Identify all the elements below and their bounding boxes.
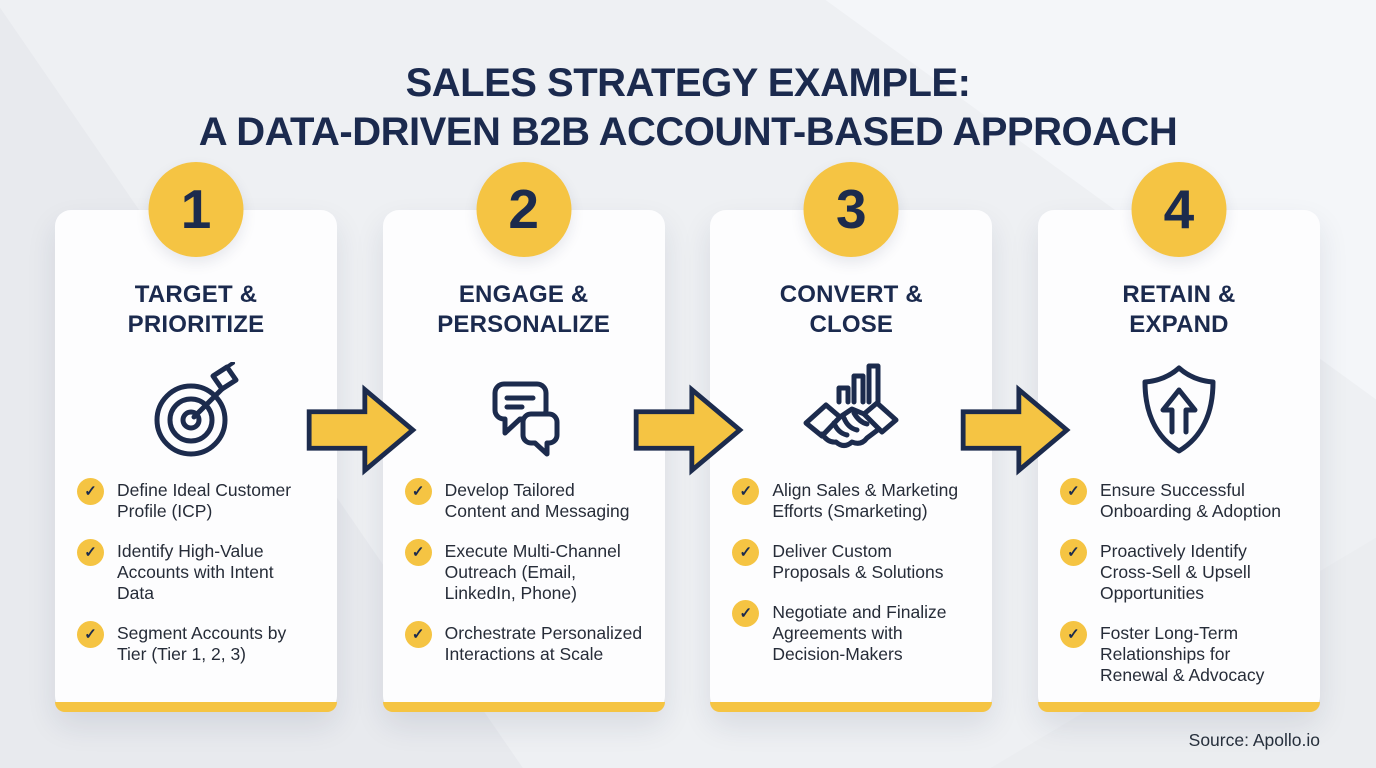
checklist-item: ✓ Ensure Successful Onboarding & Adoption: [1059, 478, 1302, 522]
checklist-item-text: Define Ideal Customer Profile (ICP): [117, 480, 292, 521]
shield-up-arrow-icon: [1038, 362, 1320, 462]
step-card-retain-expand: 4 RETAIN & EXPAND ✓ Ensure Successful Onb…: [1037, 162, 1320, 712]
check-icon: ✓: [77, 621, 104, 648]
step-title: CONVERT & CLOSE: [779, 281, 923, 338]
step-card-target-prioritize: 1 TARGET & PRIORITIZE ✓ Define Ideal Cust…: [55, 162, 337, 712]
check-icon: ✓: [404, 539, 432, 566]
checklist-item-text: Segment Accounts by Tier (Tier 1, 2, 3): [117, 623, 287, 664]
check-icon: ✓: [1059, 539, 1087, 566]
check-icon: ✓: [732, 600, 760, 627]
checklist: ✓ Ensure Successful Onboarding & Adoption…: [1038, 478, 1320, 686]
checklist-item-text: Execute Multi-Channel Outreach (Email, L…: [444, 541, 621, 603]
step-number: 4: [1163, 178, 1195, 240]
card-accent-bar: [382, 702, 665, 712]
checklist-item: ✓ Align Sales & Marketing Efforts (Smarke…: [732, 478, 974, 522]
checklist-item-text: Develop Tailored Content and Messaging: [444, 480, 630, 521]
card-accent-bar: [55, 702, 337, 712]
page-title: SALES STRATEGY EXAMPLE:A DATA-DRIVEN B2B…: [0, 59, 1376, 157]
checklist-item: ✓ Execute Multi-Channel Outreach (Email, …: [404, 539, 647, 604]
page-title-line1: SALES STRATEGY EXAMPLE:: [405, 60, 971, 105]
step-title: ENGAGE & PERSONALIZE: [437, 281, 611, 338]
source-credit: Source: Apollo.io: [1188, 730, 1320, 750]
check-icon: ✓: [404, 621, 432, 648]
step-number: 3: [836, 178, 867, 240]
checklist: ✓ Align Sales & Marketing Efforts (Smarke…: [710, 478, 992, 665]
checklist-item-text: Ensure Successful Onboarding & Adoption: [1099, 480, 1281, 521]
flow-arrow-icon: [956, 382, 1074, 478]
checklist-item: ✓ Develop Tailored Content and Messaging: [404, 478, 647, 522]
step-number-badge: 2: [476, 162, 572, 257]
checklist-item: ✓ Negotiate and Finalize Agreements with …: [732, 600, 974, 665]
step-number: 2: [508, 178, 539, 240]
check-icon: ✓: [404, 478, 432, 505]
check-icon: ✓: [77, 478, 104, 505]
step-number-badge: 3: [803, 162, 899, 257]
page-title-line2: A DATA-DRIVEN B2B ACCOUNT-BASED APPROACH: [198, 109, 1178, 154]
step-card-convert-close: 3 CONVERT & CLOSE ✓ Align Sales & Marketi…: [710, 162, 993, 712]
flow-arrow-icon: [629, 382, 747, 478]
check-icon: ✓: [732, 539, 760, 566]
check-icon: ✓: [1059, 621, 1087, 648]
check-icon: ✓: [77, 539, 104, 566]
card-accent-bar: [710, 702, 993, 712]
checklist-item-text: Proactively Identify Cross-Sell & Upsell…: [1099, 541, 1251, 603]
card-accent-bar: [1037, 702, 1320, 712]
checklist: ✓ Define Ideal Customer Profile (ICP) ✓ Id…: [55, 478, 337, 665]
chat-bubbles-icon: [383, 362, 665, 462]
checklist-item: ✓ Define Ideal Customer Profile (ICP): [77, 478, 319, 522]
step-card-engage-personalize: 2 ENGAGE & PERSONALIZE ✓ Develop Tailored…: [382, 162, 665, 712]
checklist-item: ✓ Proactively Identify Cross-Sell & Upsel…: [1059, 539, 1302, 604]
checklist-item-text: Align Sales & Marketing Efforts (Smarket…: [772, 480, 959, 521]
step-number-badge: 4: [1131, 162, 1227, 257]
checklist-item-text: Deliver Custom Proposals & Solutions: [772, 541, 944, 582]
checklist-item: ✓ Deliver Custom Proposals & Solutions: [732, 539, 974, 583]
check-icon: ✓: [732, 478, 760, 505]
checklist-item: ✓ Identify High-Value Accounts with Inten…: [77, 539, 319, 604]
step-number: 1: [180, 178, 212, 240]
target-icon: [55, 362, 337, 462]
checklist-item-text: Orchestrate Personalized Interactions at…: [444, 623, 643, 664]
step-title: TARGET & PRIORITIZE: [127, 281, 265, 338]
checklist-item: ✓ Orchestrate Personalized Interactions a…: [404, 621, 647, 665]
checklist-item: ✓ Segment Accounts by Tier (Tier 1, 2, 3): [77, 621, 319, 665]
check-icon: ✓: [1059, 478, 1087, 505]
checklist: ✓Develop Tailored Content and Messaging …: [383, 478, 665, 665]
step-number-badge: 1: [148, 162, 244, 257]
checklist-item-text: Foster Long-Term Relationships for Renew…: [1099, 623, 1265, 685]
checklist-item: ✓ Foster Long-Term Relationships for Rene…: [1059, 621, 1302, 686]
step-title: RETAIN & EXPAND: [1122, 281, 1236, 338]
handshake-growth-icon: [710, 362, 992, 462]
checklist-item-text: Negotiate and Finalize Agreements with D…: [772, 602, 947, 664]
flow-arrow-icon: [302, 382, 420, 478]
checklist-item-text: Identify High-Value Accounts with Intent…: [117, 541, 274, 603]
